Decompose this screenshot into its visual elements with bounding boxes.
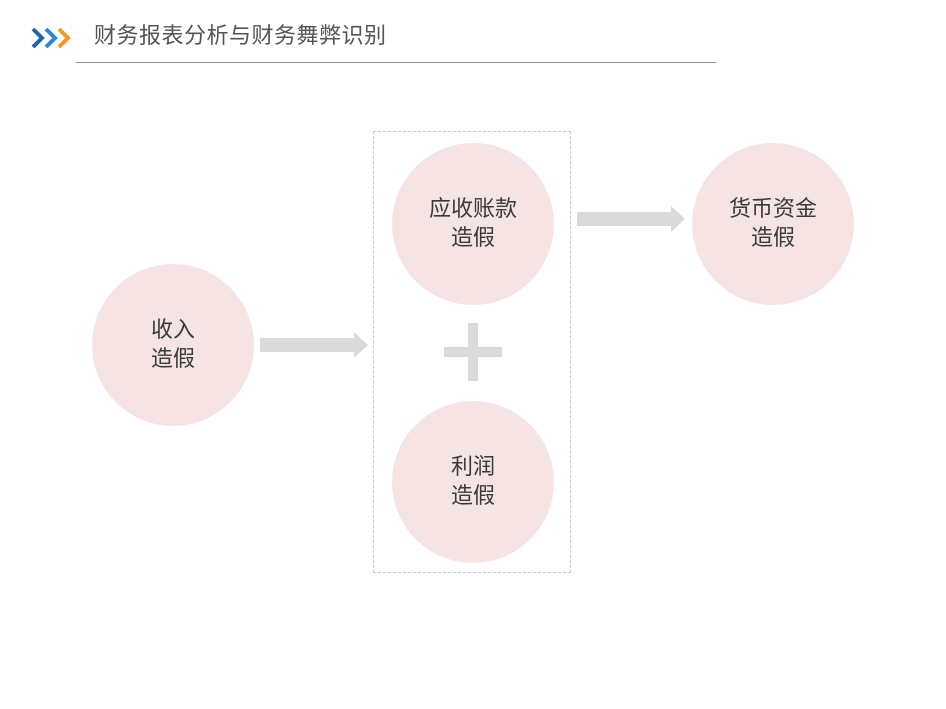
node-receivables-label-1: 应收账款 [428, 197, 517, 222]
page-title: 财务报表分析与财务舞弊识别 [94, 24, 387, 49]
node-revenue-label-2: 造假 [150, 347, 195, 372]
node-receivables-fraud: 应收账款 造假 [392, 143, 554, 305]
triple-chevron-right-icon [31, 27, 71, 49]
combined-fraud-group [373, 131, 571, 573]
node-profit-label-1: 利润 [450, 455, 495, 480]
node-profit-fraud: 利润 造假 [392, 401, 554, 563]
node-cash-label-2: 造假 [750, 226, 795, 251]
node-receivables-label-2: 造假 [450, 226, 495, 251]
node-cash-label-1: 货币资金 [728, 197, 817, 222]
arrow-right-icon [260, 332, 368, 358]
node-revenue-fraud: 收入 造假 [92, 264, 254, 426]
arrow-right-icon [577, 206, 685, 232]
node-cash-fraud: 货币资金 造假 [692, 143, 854, 305]
node-revenue-label-1: 收入 [150, 318, 195, 343]
plus-icon [444, 323, 502, 381]
title-divider [76, 62, 716, 63]
node-profit-label-2: 造假 [450, 484, 495, 509]
